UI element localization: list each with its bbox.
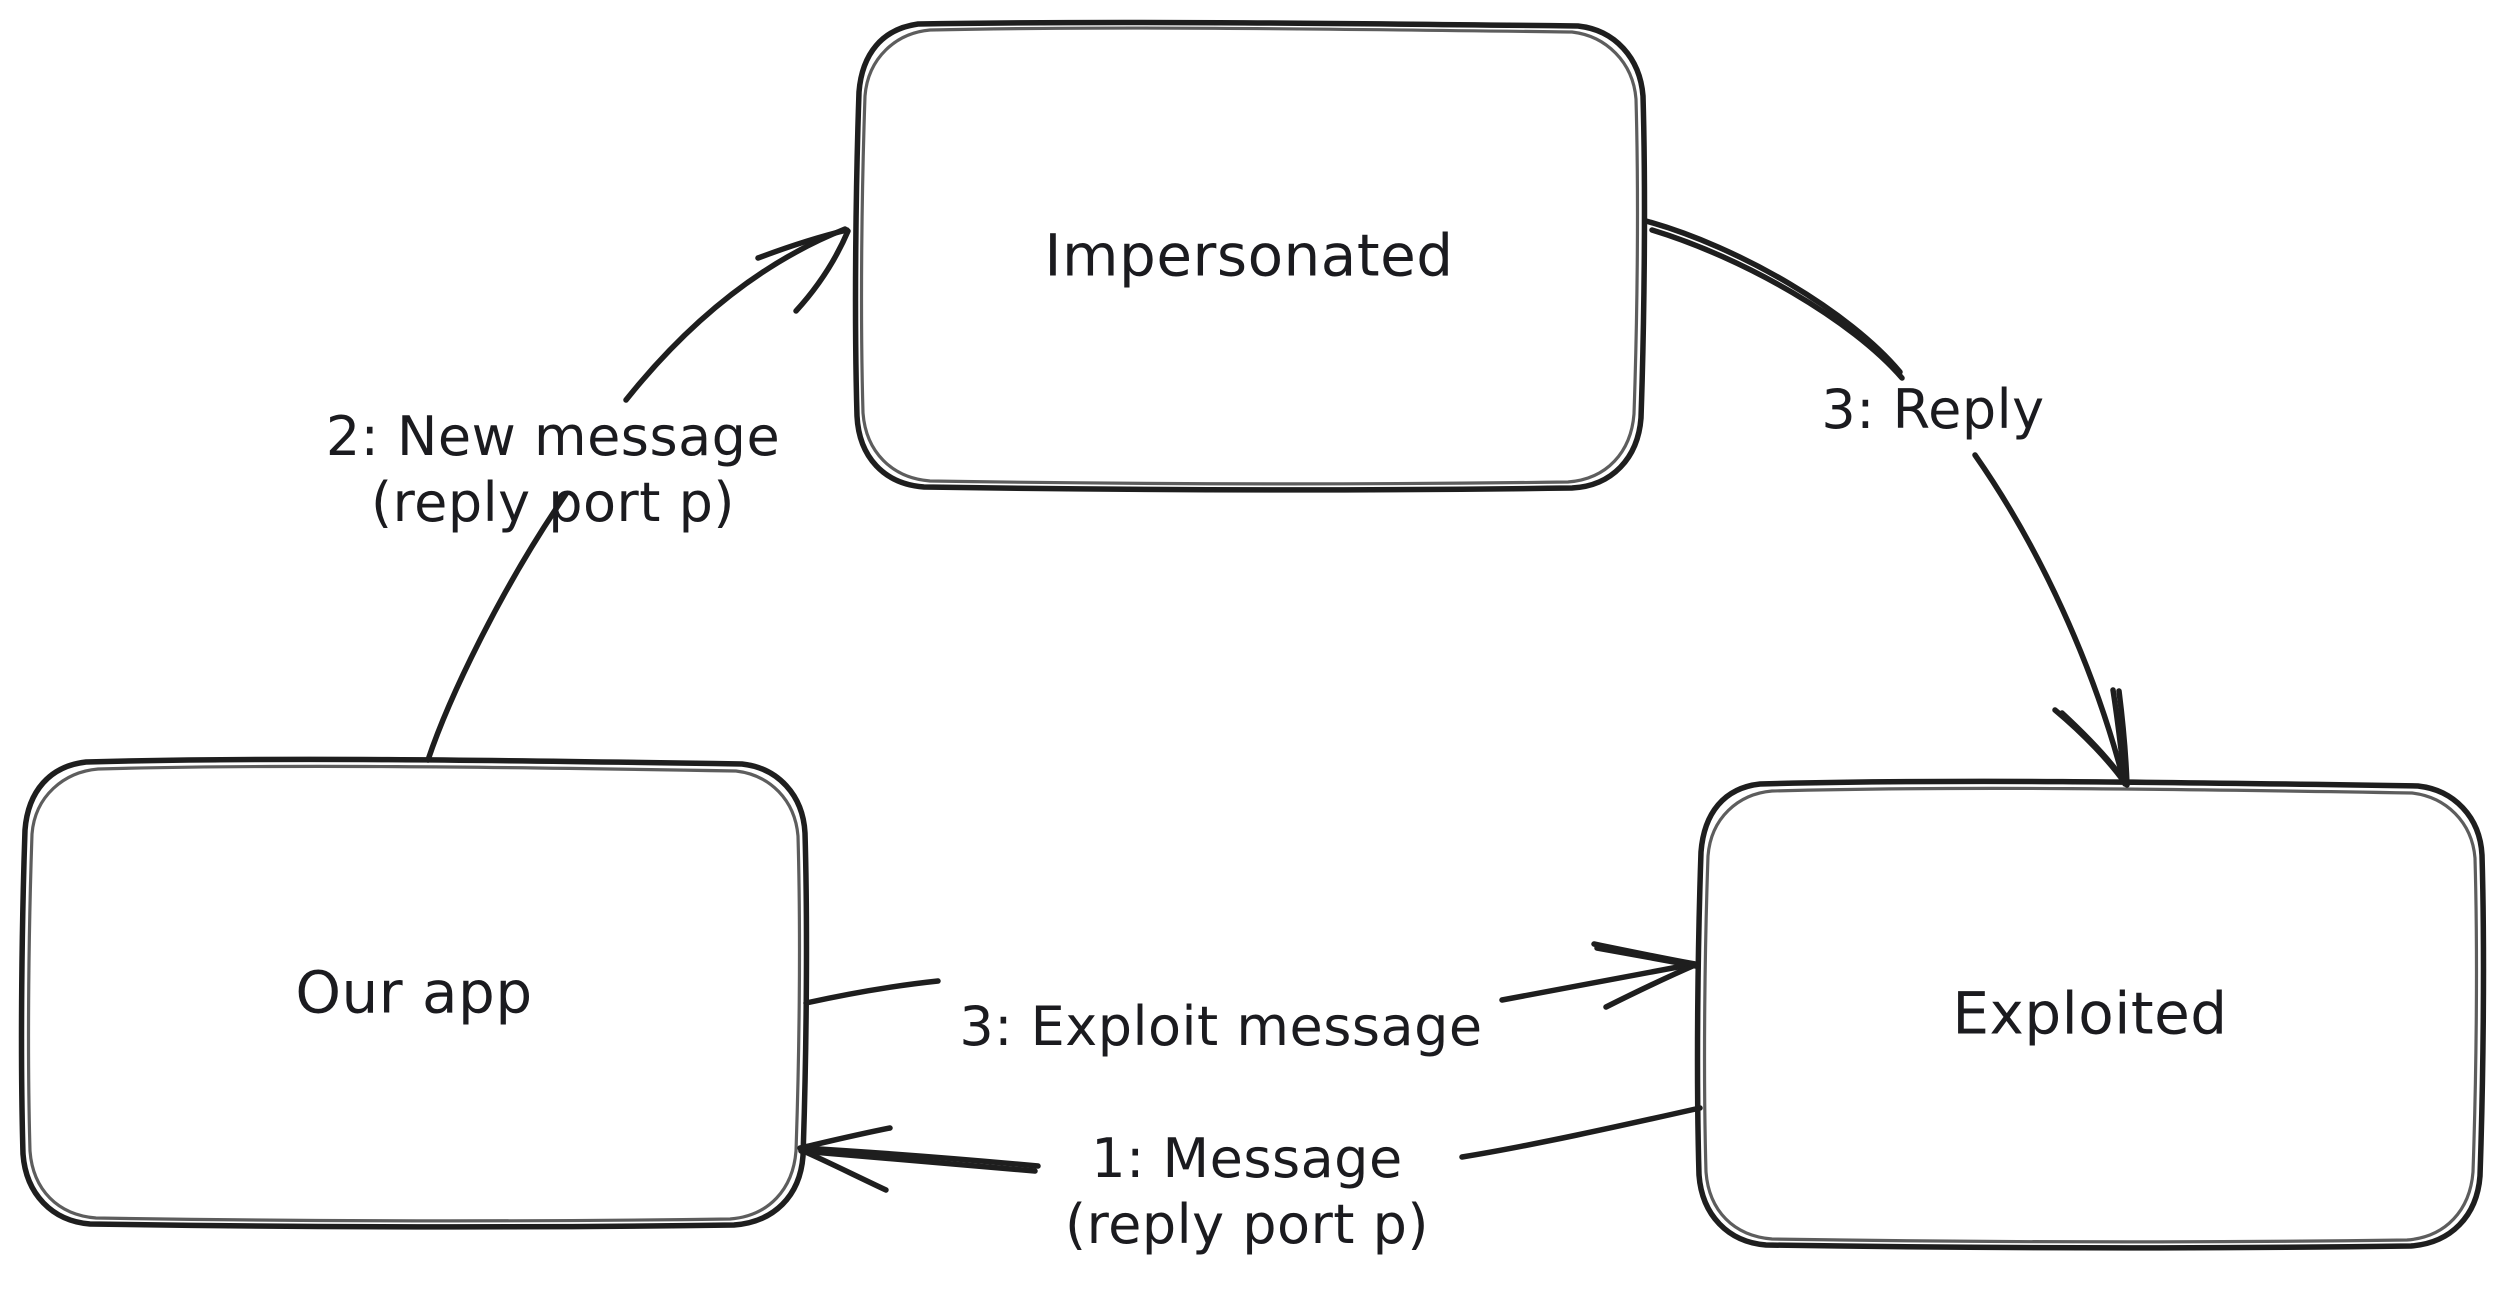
edge-our-app-to-impersonated	[425, 226, 851, 763]
node-shape-our-app	[18, 756, 810, 1230]
edge-our-app-to-exploited	[803, 941, 1699, 1010]
node-shape-exploited	[1694, 778, 2487, 1251]
node-shape-impersonated	[852, 19, 1648, 493]
node-impersonated[interactable]	[855, 22, 1643, 490]
edge-impersonated-to-exploited	[1643, 218, 2130, 788]
edge-exploited-to-our-app	[797, 1105, 1703, 1193]
node-exploited[interactable]	[1697, 782, 2483, 1246]
node-our-app[interactable]	[22, 760, 806, 1226]
